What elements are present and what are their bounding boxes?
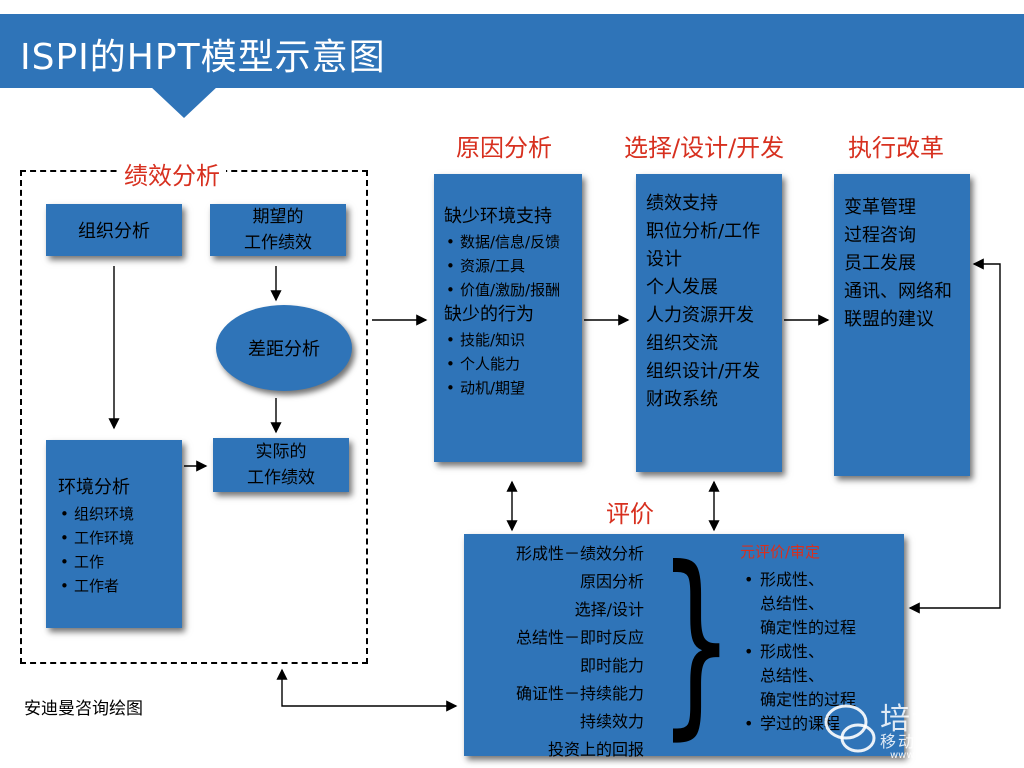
credit-text: 安迪曼咨询绘图 (24, 699, 143, 719)
watermark-url: www.weixuexi.org (890, 750, 981, 761)
evaluation-brace: } (658, 525, 735, 758)
page-title: ISPI的HPT模型示意图 (20, 37, 386, 78)
expected-performance-box: 期望的 工作绩效 (210, 204, 346, 256)
env-analysis-title: 环境分析 (58, 477, 130, 498)
selection-line: 组织交流 (646, 333, 718, 354)
eval-left-line: 即时能力 (579, 656, 644, 675)
eval-right-item: 形成性、 (740, 568, 898, 592)
cause-item: 动机/期望 (442, 376, 578, 400)
cause-analysis-box: 缺少环境支持 数据/信息/反馈 资源/工具 价值/激励/报酬 缺少的行为 技能/… (434, 174, 582, 462)
eval-right-item: 确定性的过程 (760, 618, 857, 637)
eval-right-item: 形成性、 (740, 640, 898, 664)
eval-right-item: 确定性的过程 (760, 690, 857, 709)
expected-line-2: 工作绩效 (244, 233, 312, 253)
eval-right-item: 总结性、 (760, 594, 825, 613)
title-banner (0, 14, 1024, 88)
cause-item: 技能/知识 (442, 328, 578, 352)
selection-line: 组织设计/开发 (646, 361, 761, 382)
actual-performance-box: 实际的 工作绩效 (213, 438, 349, 492)
arrow-implementation-eval (908, 258, 1001, 614)
performance-analysis-title: 绩效分析 (118, 156, 226, 191)
evaluation-left-list: 形成性－绩效分析 原因分析 选择/设计 总结性－即时反应 即时能力 确证性－持续… (478, 540, 644, 764)
evaluation-title: 评价 (606, 500, 654, 528)
env-item: 组织环境 (56, 502, 178, 526)
actual-line-2: 工作绩效 (247, 468, 315, 488)
selection-line: 财政系统 (646, 389, 718, 410)
wechat-logo-icon (824, 704, 876, 753)
eval-left-line: 确证性－持续能力 (515, 684, 644, 703)
implementation-line: 员工发展 (844, 253, 916, 274)
eval-left-line: 原因分析 (579, 572, 644, 591)
selection-line: 人力资源开发 (646, 305, 754, 326)
selection-box: 绩效支持 职位分析/工作 设计 个人发展 人力资源开发 组织交流 组织设计/开发… (636, 174, 782, 472)
selection-line: 绩效支持 (646, 193, 718, 214)
cause-item: 数据/信息/反馈 (442, 230, 578, 254)
expected-line-1: 期望的 (252, 207, 304, 227)
cause-group-1: 缺少环境支持 (444, 206, 552, 227)
env-item: 工作者 (56, 574, 178, 598)
watermark-sub: 移动学习前沿 (880, 732, 989, 751)
eval-right-item: 学过的课程 (740, 712, 898, 736)
meta-evaluation-title: 元评价/审定 (740, 543, 821, 561)
actual-line-1: 实际的 (255, 442, 307, 462)
eval-left-line: 总结性－即时反应 (515, 628, 644, 647)
implementation-line: 过程咨询 (844, 225, 916, 246)
eval-left-line: 形成性－绩效分析 (515, 544, 644, 563)
cause-item: 个人能力 (442, 352, 578, 376)
env-analysis-box: 环境分析 组织环境 工作环境 工作 工作者 (46, 440, 182, 628)
watermark: 培训江湖 移动学习前沿 www.weixuexi.org (820, 694, 1020, 764)
implementation-title: 执行改革 (848, 134, 944, 162)
selection-line: 个人发展 (646, 277, 718, 298)
evaluation-right-list: 元评价/审定 形成性、 总结性、 确定性的过程 形成性、 总结性、 确定性的过程… (740, 540, 898, 736)
env-item: 工作 (56, 550, 178, 574)
arrow-eval-to-perf (276, 668, 458, 712)
org-analysis-box: 组织分析 (46, 204, 182, 256)
eval-left-line: 选择/设计 (574, 600, 644, 619)
cause-item: 资源/工具 (442, 254, 578, 278)
title-banner-notch (150, 86, 218, 118)
eval-left-line: 投资上的回报 (547, 740, 644, 759)
implementation-line: 变革管理 (844, 197, 916, 218)
selection-line: 职位分析/工作 (646, 221, 761, 242)
eval-right-item: 总结性、 (760, 666, 825, 685)
eval-left-line: 持续效力 (579, 712, 644, 731)
gap-analysis-ellipse: 差距分析 (216, 305, 352, 391)
selection-title: 选择/设计/开发 (624, 134, 785, 162)
watermark-name: 培训江湖 (880, 702, 1008, 737)
env-item: 工作环境 (56, 526, 178, 550)
cause-group-2: 缺少的行为 (444, 304, 534, 325)
cause-item: 价值/激励/报酬 (442, 278, 578, 302)
cause-analysis-title: 原因分析 (456, 134, 552, 162)
selection-line: 设计 (646, 249, 682, 270)
